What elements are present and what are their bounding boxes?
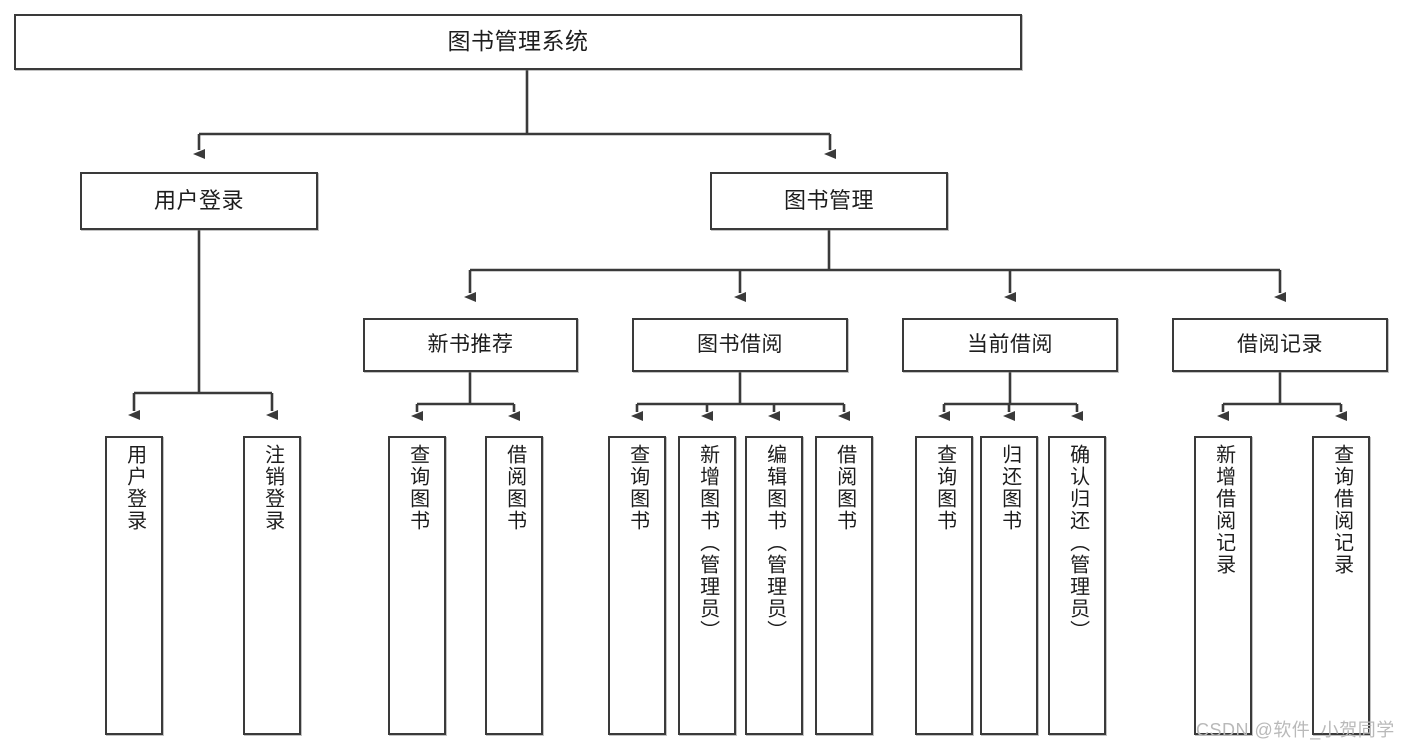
node-leaf-add-borrow-record-label: 新增借阅记录 [1212,444,1235,576]
node-leaf-edit-book-label: 编辑图书（管理员） [763,444,786,642]
node-leaf-query-book-current[interactable]: 查询图书 [915,436,973,735]
node-leaf-user-login[interactable]: 用户登录 [105,436,163,735]
node-root[interactable]: 图书管理系统 [14,14,1022,70]
node-leaf-return-book-label: 归还图书 [998,444,1021,532]
node-leaf-query-borrow-record-label: 查询借阅记录 [1330,444,1353,576]
node-leaf-user-logout-label: 注销登录 [261,444,284,532]
node-leaf-user-login-label: 用户登录 [123,444,146,532]
node-current-borrow[interactable]: 当前借阅 [902,318,1118,372]
node-leaf-confirm-return-label: 确认归还（管理员） [1066,444,1089,642]
node-book-management-label: 图书管理 [783,187,874,213]
node-book-borrow-label: 图书借阅 [697,332,783,356]
node-leaf-query-borrow-record[interactable]: 查询借阅记录 [1312,436,1370,735]
node-leaf-edit-book[interactable]: 编辑图书（管理员） [745,436,803,735]
node-leaf-borrow-book[interactable]: 借阅图书 [815,436,873,735]
node-leaf-query-book-borrow-label: 查询图书 [626,444,649,532]
node-leaf-borrow-book-rec[interactable]: 借阅图书 [485,436,543,735]
node-leaf-user-logout[interactable]: 注销登录 [243,436,301,735]
node-book-borrow[interactable]: 图书借阅 [632,318,848,372]
node-leaf-add-book[interactable]: 新增图书（管理员） [678,436,736,735]
node-leaf-query-book-borrow[interactable]: 查询图书 [608,436,666,735]
node-leaf-query-book-rec-label: 查询图书 [406,444,429,532]
node-new-book-recommend[interactable]: 新书推荐 [363,318,578,372]
node-book-management[interactable]: 图书管理 [710,172,948,230]
node-borrow-record-label: 借阅记录 [1237,332,1323,356]
node-leaf-borrow-book-label: 借阅图书 [833,444,856,532]
node-leaf-return-book[interactable]: 归还图书 [980,436,1038,735]
node-leaf-borrow-book-rec-label: 借阅图书 [503,444,526,532]
node-root-label: 图书管理系统 [447,28,589,55]
node-borrow-record[interactable]: 借阅记录 [1172,318,1388,372]
node-leaf-add-book-label: 新增图书（管理员） [696,444,719,642]
node-leaf-add-borrow-record[interactable]: 新增借阅记录 [1194,436,1252,735]
node-new-book-recommend-label: 新书推荐 [427,332,514,356]
node-leaf-query-book-rec[interactable]: 查询图书 [388,436,446,735]
csdn-watermark: CSDN @软件_小贺同学 [1196,720,1395,740]
node-leaf-confirm-return[interactable]: 确认归还（管理员） [1048,436,1106,735]
node-leaf-query-book-current-label: 查询图书 [933,444,956,532]
node-user-login[interactable]: 用户登录 [80,172,318,230]
node-current-borrow-label: 当前借阅 [967,332,1053,356]
node-user-login-label: 用户登录 [153,187,244,213]
